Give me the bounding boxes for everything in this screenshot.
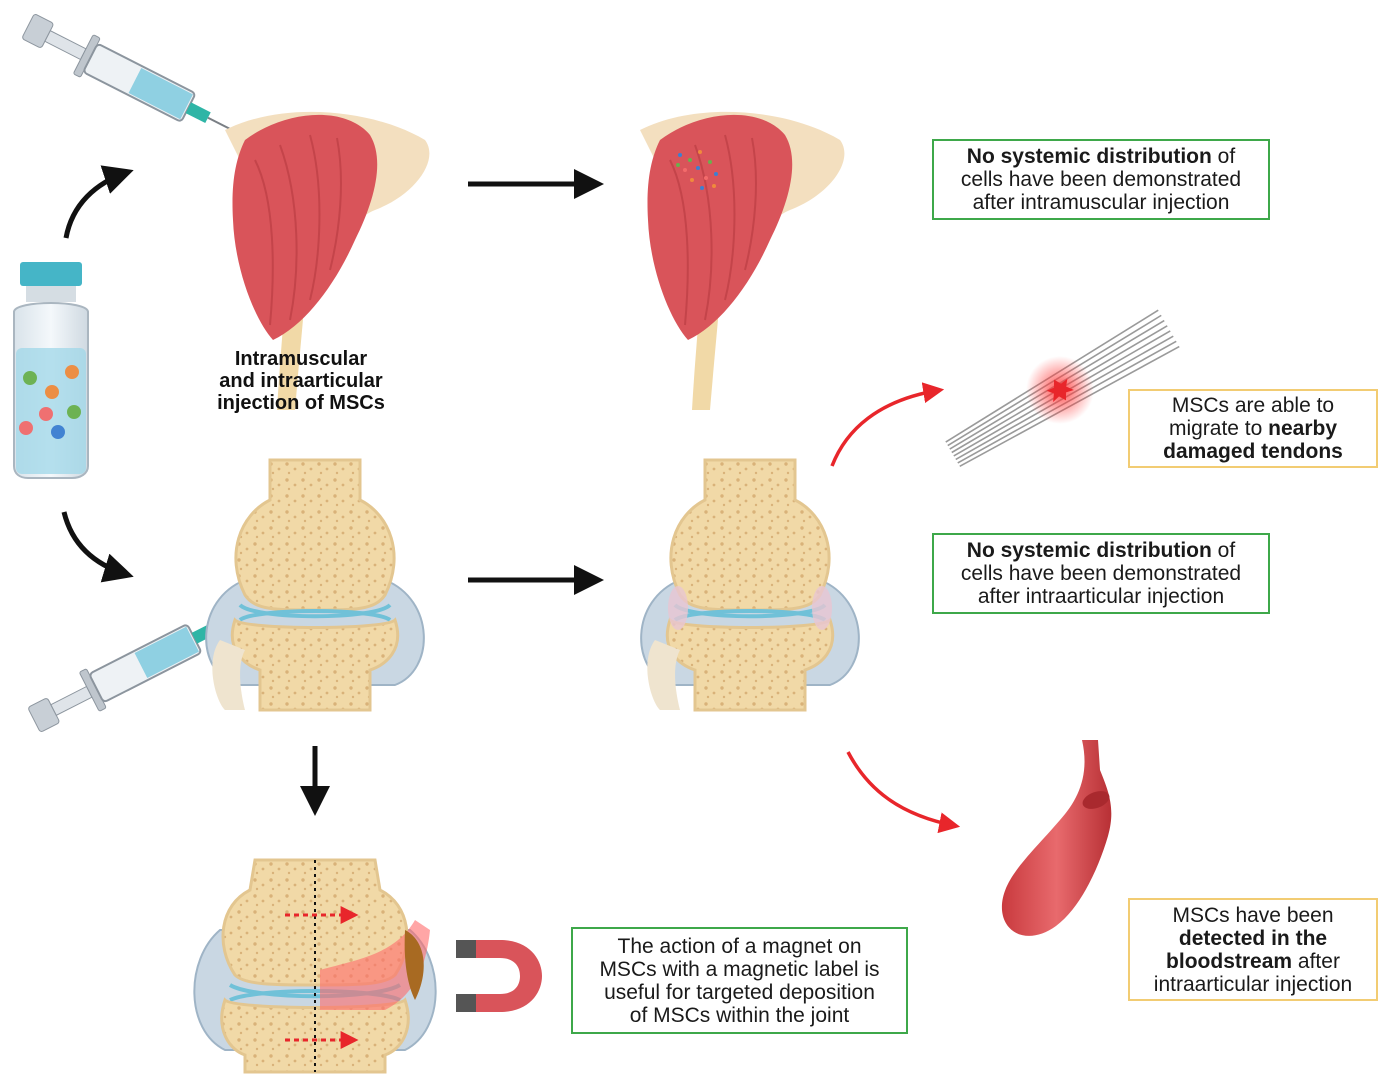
- blood-vessel-icon: [1001, 740, 1112, 936]
- note-tendons: MSCs are able to migrate to nearby damag…: [1128, 389, 1378, 468]
- magnetic-knee-icon: [193, 858, 437, 1074]
- knee-joint-icon: [204, 458, 426, 712]
- injection-label: Intramuscular and intraarticular injecti…: [217, 348, 385, 414]
- arrow-to-knee: [61, 511, 134, 583]
- vial-icon: [13, 262, 89, 479]
- arrow-to-muscle: [63, 165, 134, 239]
- note-magnet: The action of a magnet on MSCs with a ma…: [571, 927, 908, 1034]
- note-intraarticular: No systemic distribution of cells have b…: [932, 533, 1270, 614]
- knee-joint-icon: [639, 458, 861, 712]
- shoulder-muscle-icon: [639, 110, 846, 412]
- tendon-icon: [945, 309, 1180, 468]
- note-bloodstream: MSCs have been detected in the bloodstre…: [1128, 898, 1378, 1001]
- arrow-to-vessel: [846, 751, 961, 834]
- note-intramuscular: No systemic distribution of cells have b…: [932, 139, 1270, 220]
- arrow-to-tendon: [830, 382, 945, 467]
- magnet-icon: [456, 940, 542, 1012]
